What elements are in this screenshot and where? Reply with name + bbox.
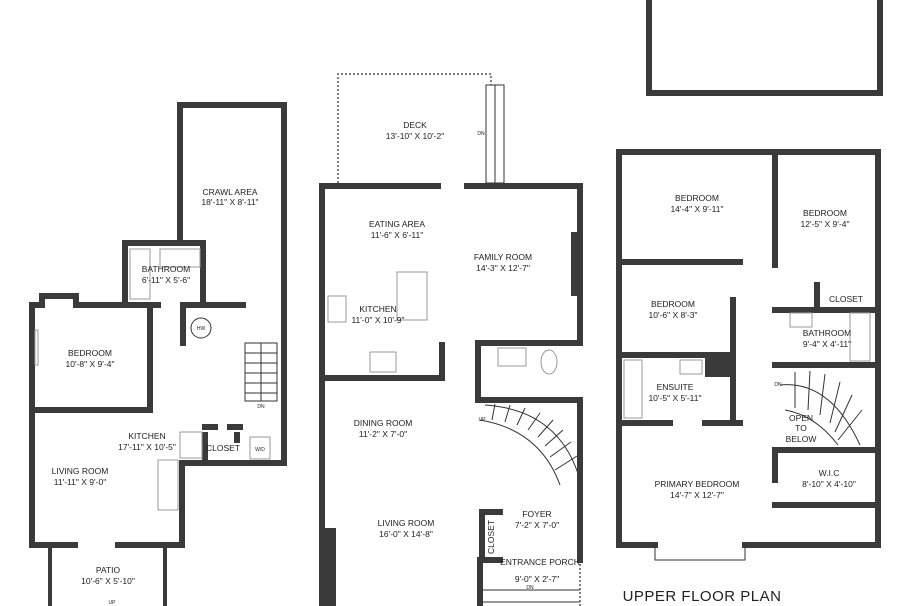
room-size: 8'-10" X 4'-10" (802, 479, 856, 489)
closet-label: CLOSET (486, 520, 496, 554)
room-name: BATHROOM (803, 328, 851, 338)
stair-dn-label: DN (774, 382, 782, 388)
room-name: BEDROOM (803, 208, 847, 218)
kitchen-sink-icon (327, 295, 347, 323)
fireplace (571, 232, 581, 296)
room-name: FAMILY ROOM (474, 252, 532, 262)
stove-icon (369, 351, 397, 373)
room-size: 10'-8" X 9'-4" (66, 359, 115, 369)
deck-dn-label: DN (477, 131, 485, 137)
curved-staircase[interactable] (479, 403, 581, 486)
stove-icon (179, 431, 203, 459)
room-size: 10'-5" X 5'-11" (648, 393, 701, 403)
deck-stairs[interactable] (485, 84, 505, 184)
room-name: W.I.C (819, 468, 840, 478)
lower-stairs[interactable] (244, 342, 278, 402)
closet-label: CLOSET (206, 443, 240, 453)
room-size: 14'-4" X 9'-11" (670, 204, 723, 214)
room-name: BEDROOM (68, 348, 112, 358)
room-size: 18'-11" X 8'-11" (201, 197, 258, 207)
room-size: 10'-6" X 5'-10" (81, 576, 135, 586)
sink-icon (679, 359, 703, 375)
wall-block (705, 355, 733, 377)
open-to-below-label: OPEN (789, 413, 813, 423)
sink-icon (497, 347, 527, 367)
washer-dryer-icon (249, 436, 271, 460)
room-name: PATIO (96, 565, 121, 575)
lower-floor-plan: HW DN W/D CLOSET CRAWL AREA 18'-11" X 8'… (29, 102, 287, 606)
room-name: BEDROOM (675, 193, 719, 203)
room-name: BATHROOM (142, 264, 190, 274)
room-size: 17'-11" X 10'-5" (118, 442, 176, 452)
open-to-below-label: BELOW (786, 434, 817, 444)
kitchen-island (396, 271, 428, 321)
room-size: 11'-11" X 9'-0" (54, 477, 106, 487)
bathtub-icon (129, 248, 151, 300)
room-name: ENTRANCE PORCH (500, 557, 580, 567)
plan-title: UPPER FLOOR PLAN (623, 588, 782, 605)
closet-label: CLOSET (829, 294, 863, 304)
room-size: 11'-6" X 6'-11" (371, 230, 423, 240)
water-heater-label: HW (197, 326, 206, 332)
toilet-icon (540, 349, 558, 375)
open-to-below-label: TO (795, 423, 807, 433)
main-floor-plan: DN UP CLOSET DECK 13'-10" X 10'-2" EATIN… (319, 73, 583, 606)
room-size: 9'-0" X 2'-7" (515, 574, 559, 584)
room-size: 7'-2" X 7'-0" (515, 520, 559, 530)
fireplace (322, 528, 336, 606)
sink-icon (789, 312, 813, 328)
room-name: LIVING ROOM (52, 466, 109, 476)
room-name: PRIMARY BEDROOM (655, 479, 740, 489)
window (34, 329, 39, 366)
washer-dryer-label: W/D (255, 447, 265, 453)
sink-icon (159, 248, 201, 268)
room-name: CRAWL AREA (202, 187, 257, 197)
upper-curved-staircase[interactable] (779, 370, 863, 446)
room-name: LIVING ROOM (378, 518, 435, 528)
water-heater-icon (190, 317, 212, 339)
room-size: 11'-2" X 7'-0" (359, 429, 407, 439)
room-name: FOYER (522, 509, 551, 519)
room-size: 14'-3" X 12'-7" (476, 263, 530, 273)
room-name: BEDROOM (651, 299, 695, 309)
room-size: 12'-5" X 9'-4" (801, 219, 850, 229)
porch-dn-label: DN (526, 585, 534, 591)
room-size: 16'-0" X 14'-8" (379, 529, 433, 539)
room-name: EATING AREA (369, 219, 425, 229)
kitchen-sink-icon (157, 459, 179, 511)
room-size: 14'-7" X 12'-7" (670, 490, 724, 500)
room-name: ENSUITE (657, 382, 694, 392)
room-size: 11'-0" X 10'-9" (351, 315, 404, 325)
room-size: 10'-6" X 8'-3" (649, 310, 698, 320)
room-size: 6'-11" X 5'-6" (142, 275, 190, 285)
room-name: KITCHEN (128, 431, 165, 441)
stair-dn-label: DN (257, 404, 265, 410)
room-name: DECK (403, 120, 427, 130)
bathtub-icon (623, 359, 643, 419)
stair-up-label: UP (479, 417, 487, 423)
room-size: 9'-4" X 4'-11" (803, 339, 851, 349)
room-size: 13'-10" X 10'-2" (386, 131, 444, 141)
patio-up-label: UP (109, 600, 117, 606)
room-name: KITCHEN (359, 304, 396, 314)
bathtub-icon (849, 312, 871, 362)
room-name: DINING ROOM (354, 418, 413, 428)
upper-floor-plan: DN BEDROOM 14'-4" X 9'-11" BEDROOM 12'-5… (616, 0, 883, 605)
